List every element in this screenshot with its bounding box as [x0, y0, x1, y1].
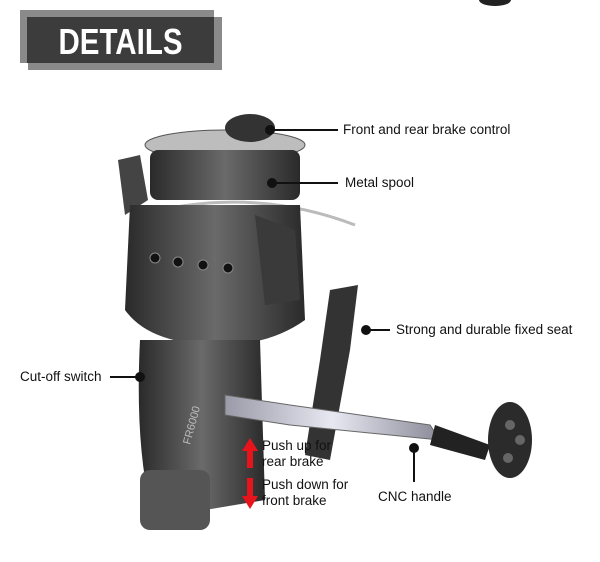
- metal-spool: [150, 150, 300, 200]
- bail-arm-right: [255, 215, 300, 305]
- callout-metal-spool: Metal spool: [345, 175, 415, 190]
- push-up-line1: Push up for: [262, 438, 332, 453]
- arrow-up-icon: [242, 438, 258, 468]
- callout-fixed-seat: Strong and durable fixed seat: [396, 322, 573, 337]
- dot: [265, 125, 275, 135]
- banner-title: DETAILS: [58, 21, 183, 62]
- handle-grip-stem: [430, 425, 490, 460]
- details-banner: DETAILS: [27, 17, 214, 63]
- reel-body: [138, 340, 265, 510]
- callout-brake-control: Front and rear brake control: [343, 122, 511, 137]
- dot: [135, 372, 145, 382]
- callout-push-up: Push up for rear brake: [262, 438, 331, 470]
- callout-push-down: Push down for front brake: [262, 477, 348, 509]
- push-down-line2: front brake: [262, 493, 327, 508]
- callout-cnc-handle: CNC handle: [378, 489, 452, 504]
- dot: [267, 178, 277, 188]
- fixed-seat: [305, 285, 358, 460]
- push-down-line1: Push down for: [262, 477, 349, 492]
- rear-drag-knob: [140, 470, 210, 530]
- dot: [361, 325, 371, 335]
- handle-knob: [488, 402, 532, 478]
- push-up-line2: rear brake: [262, 454, 324, 469]
- callout-cutoff-switch: Cut-off switch: [20, 369, 102, 384]
- brake-knob: [225, 114, 275, 142]
- dot: [409, 443, 419, 453]
- partial-object: [479, 0, 511, 6]
- bail-arm: [118, 155, 148, 215]
- arrow-down-icon: [242, 478, 258, 509]
